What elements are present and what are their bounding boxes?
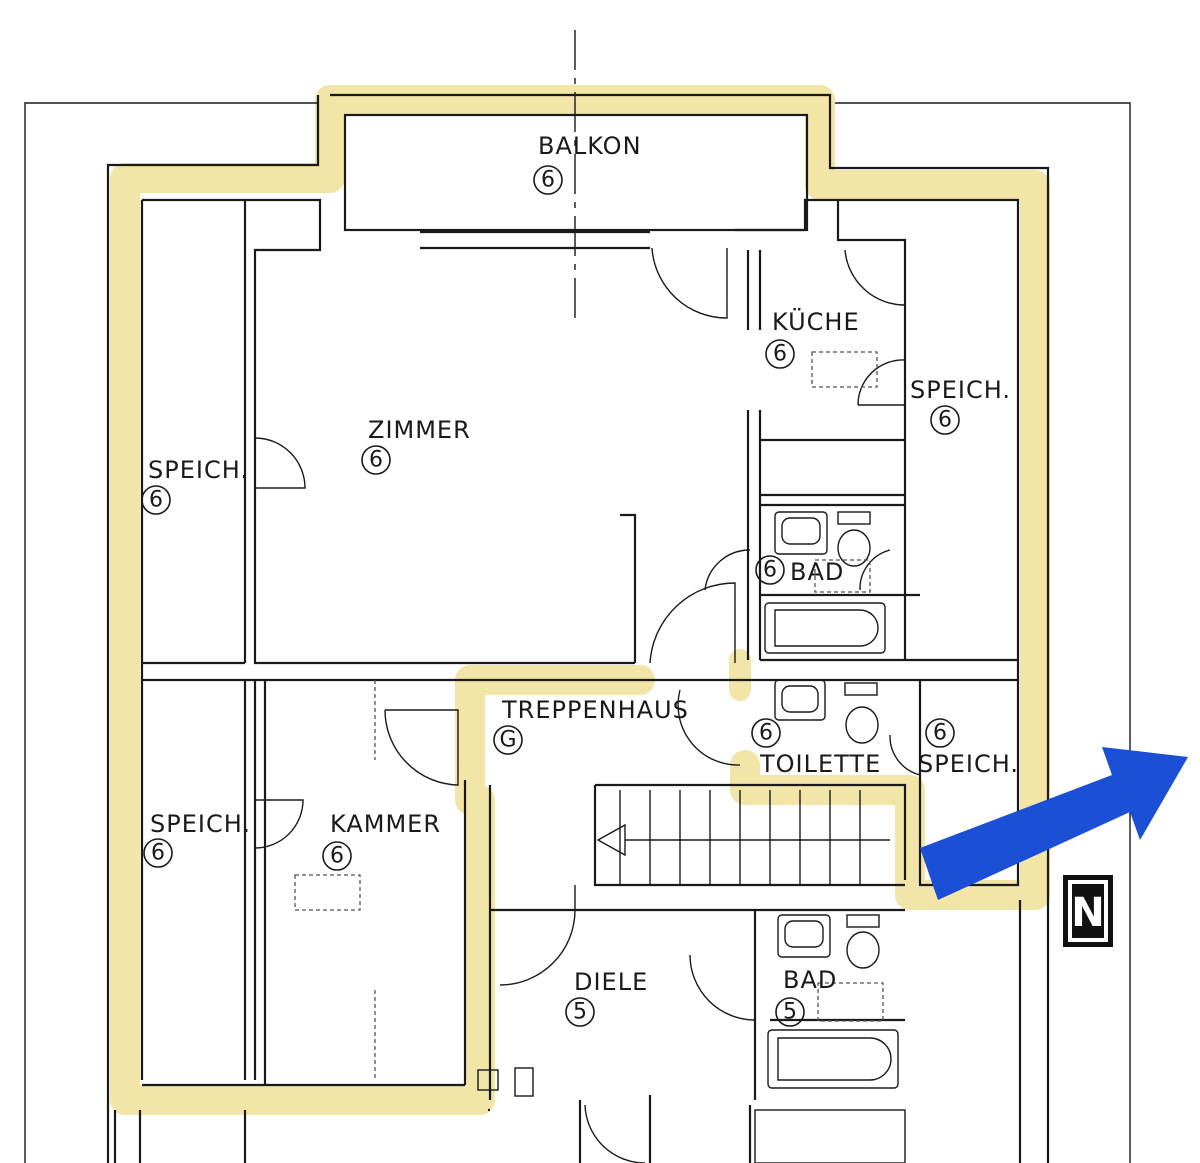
number-speich-sw: 6	[151, 841, 165, 866]
label-balkon: BALKON	[538, 132, 642, 160]
label-kueche: KÜCHE	[772, 307, 860, 336]
number-speich-nw: 6	[149, 488, 163, 513]
compass-label: N	[1071, 890, 1104, 936]
number-zimmer: 6	[369, 448, 383, 473]
label-diele: DIELE	[574, 968, 648, 996]
label-speich-nw: SPEICH.	[148, 456, 249, 484]
label-zimmer: ZIMMER	[368, 416, 471, 444]
number-kueche: 6	[773, 342, 787, 367]
number-bad-upper: 6	[763, 558, 777, 583]
doors	[254, 247, 921, 1163]
label-bad-lower: BAD	[783, 966, 837, 994]
label-bad-upper: BAD	[790, 558, 844, 586]
fixtures	[294, 351, 906, 1163]
label-treppenhaus: TREPPENHAUS	[501, 696, 689, 724]
north-arrow-icon	[920, 747, 1188, 900]
compass-badge: N	[1063, 875, 1113, 947]
number-speich-e: 6	[933, 721, 947, 746]
number-diele: 5	[573, 1000, 587, 1025]
number-balkon: 6	[541, 168, 555, 193]
label-speich-e: SPEICH.	[918, 750, 1019, 778]
label-toilette: TOILETTE	[759, 750, 881, 778]
number-treppenhaus: G	[499, 728, 516, 753]
number-speich-ne: 6	[938, 408, 952, 433]
label-kammer: KAMMER	[330, 810, 441, 838]
room-labels: BALKON 6 KÜCHE 6 SPEICH. 6 ZIMMER 6 SPEI…	[141, 132, 1019, 1027]
number-kammer: 6	[330, 844, 344, 869]
label-speich-sw: SPEICH.	[150, 810, 251, 838]
label-speich-ne: SPEICH.	[910, 376, 1011, 404]
number-toilette: 6	[759, 721, 773, 746]
number-bad-lower: 5	[783, 1000, 797, 1025]
staircase	[596, 790, 890, 885]
